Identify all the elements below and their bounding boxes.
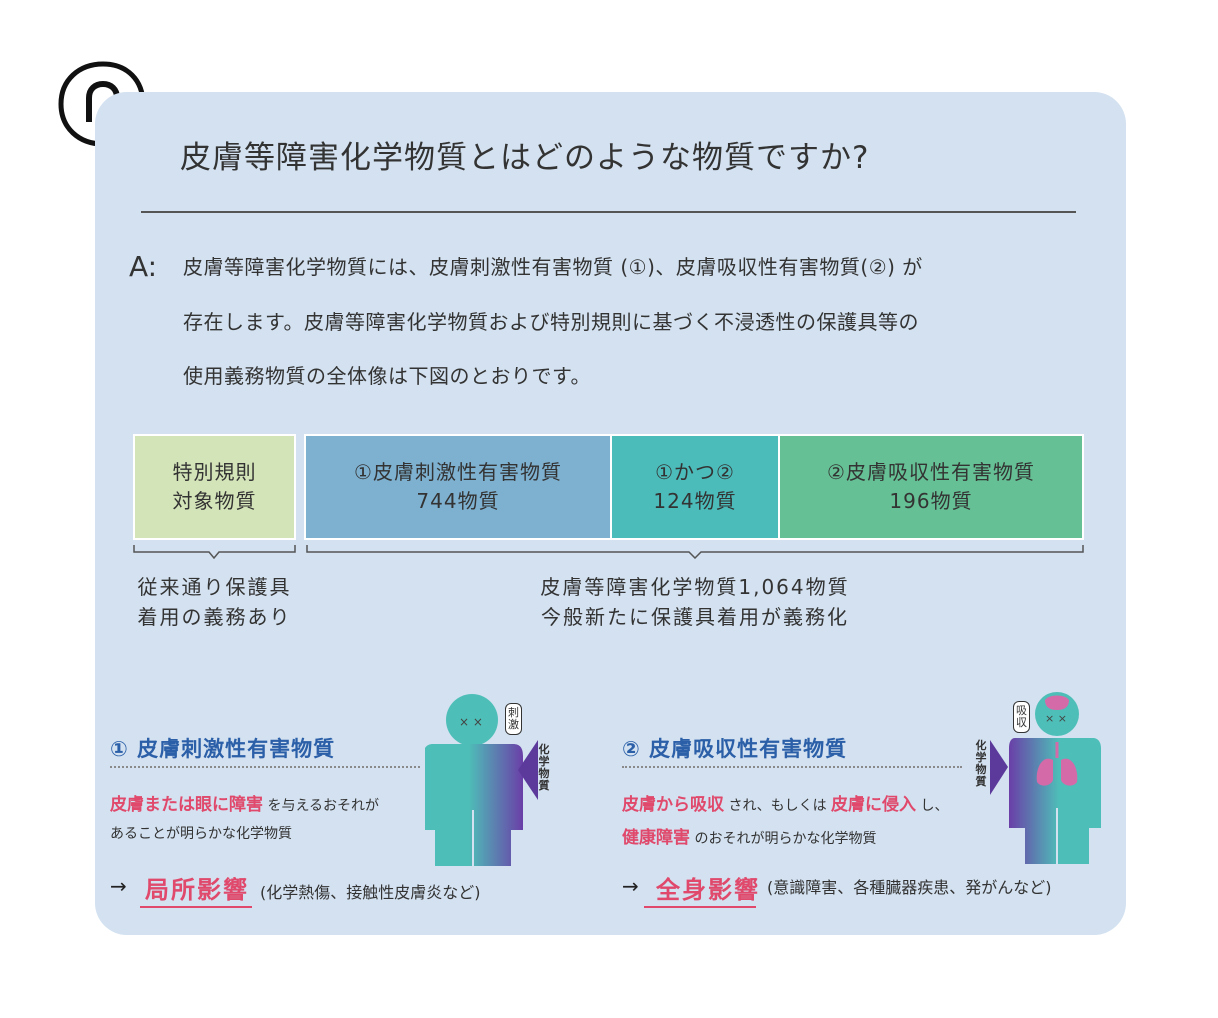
section1-title: ① 皮膚刺激性有害物質	[110, 737, 336, 761]
chem-char: 学	[538, 755, 550, 768]
box-skin-irritant: ①皮膚刺激性有害物質 744物質	[304, 434, 612, 540]
box-label: 特別規則	[172, 460, 257, 484]
section2-divider	[622, 766, 962, 768]
chem-char: 物	[538, 767, 550, 780]
arrow-icon: →	[622, 874, 639, 898]
chemical-label: 化 学 物 質	[538, 744, 550, 792]
box-count: 124物質	[653, 489, 737, 513]
box-label: 対象物質	[172, 489, 257, 513]
box-count: 196物質	[889, 489, 973, 513]
desc-text: のおそれが明らかな化学物質	[694, 831, 877, 847]
person-irritation-figure: × ×	[425, 694, 523, 866]
title-divider	[141, 211, 1076, 213]
chemical-label: 化 学 物 質	[975, 740, 987, 788]
chem-char: 化	[538, 743, 550, 756]
chemical-arrow-icon	[518, 740, 538, 800]
desc-text: され、もしくは	[728, 798, 827, 814]
section1-effect: 局所影響	[145, 876, 249, 904]
chemical-arrow-icon	[990, 740, 1008, 795]
svg-text:× ×: × ×	[1045, 712, 1067, 725]
section2-desc-line2: 健康障害 のおそれが明らかな化学物質	[622, 823, 876, 848]
answer-line-3: 使用義務物質の全体像は下図のとおりです。	[183, 364, 591, 388]
svg-text:× ×: × ×	[459, 715, 483, 729]
irritation-tag: 刺 激	[505, 703, 522, 735]
question-title: 皮膚等障害化学物質とはどのような物質ですか?	[180, 140, 870, 176]
arrow-icon: →	[110, 874, 127, 898]
box-special-regulation: 特別規則 対象物質	[133, 434, 296, 540]
chem-char: 化	[975, 739, 987, 752]
tag-char: 刺	[508, 706, 519, 719]
chem-char: 質	[975, 775, 987, 788]
section2-effect-underline	[644, 906, 756, 908]
tag-char: 吸	[1016, 704, 1027, 717]
section2-desc-line1: 皮膚から吸収 され、もしくは 皮膚に侵入 し、	[622, 790, 949, 815]
section1-desc-line2: あることが明らかな化学物質	[110, 826, 292, 842]
highlight-text: 皮膚に侵入	[831, 795, 917, 815]
desc-text: を与えるおそれが	[267, 798, 380, 814]
box-skin-absorption: ②皮膚吸収性有害物質 196物質	[778, 434, 1084, 540]
tag-char: 収	[1016, 716, 1027, 729]
box-count: 744物質	[416, 489, 500, 513]
section2-effect: 全身影響	[656, 876, 760, 904]
caption-line: 従来通り保護具	[137, 575, 292, 599]
box-label: ①かつ②	[655, 460, 735, 484]
caption-left: 従来通り保護具 着用の義務あり	[133, 572, 296, 632]
section1-effect-underline	[140, 906, 252, 908]
answer-line-1: 皮膚等障害化学物質には、皮膚刺激性有害物質 (①)、皮膚吸収性有害物質(②) が	[183, 255, 923, 279]
person-absorption-figure: × ×	[1009, 692, 1101, 864]
chem-char: 学	[975, 751, 987, 764]
answer-line-2: 存在します。皮膚等障害化学物質および特別規則に基づく不浸透性の保護具等の	[183, 310, 919, 334]
box-both: ①かつ② 124物質	[610, 434, 780, 540]
section2-title: ② 皮膚吸収性有害物質	[622, 737, 848, 761]
caption-line: 今般新たに保護具着用が義務化	[541, 605, 849, 629]
tag-char: 激	[508, 718, 519, 731]
desc-text: し、	[920, 798, 949, 814]
answer-label: A:	[129, 250, 158, 283]
box-label: ①皮膚刺激性有害物質	[354, 460, 562, 484]
highlight-text: 皮膚から吸収	[622, 795, 724, 815]
caption-line: 皮膚等障害化学物質1,064物質	[540, 575, 850, 599]
highlight-text: 皮膚または眼に障害	[110, 795, 263, 815]
section1-effect-note: (化学熱傷、接触性皮膚炎など)	[260, 883, 481, 902]
chem-char: 質	[538, 779, 550, 792]
section1-desc-line1: 皮膚または眼に障害 を与えるおそれが	[110, 790, 379, 815]
highlight-text: 健康障害	[622, 828, 690, 848]
bracket-right	[306, 545, 1084, 559]
section1-divider	[110, 766, 420, 768]
chem-char: 物	[975, 763, 987, 776]
box-label: ②皮膚吸収性有害物質	[827, 460, 1035, 484]
caption-right: 皮膚等障害化学物質1,064物質 今般新たに保護具着用が義務化	[306, 572, 1084, 632]
section2-effect-note: (意識障害、各種臓器疾患、発がんなど)	[767, 878, 1052, 897]
caption-line: 着用の義務あり	[137, 605, 292, 629]
bracket-left	[133, 545, 296, 559]
absorption-tag: 吸 収	[1013, 701, 1030, 733]
